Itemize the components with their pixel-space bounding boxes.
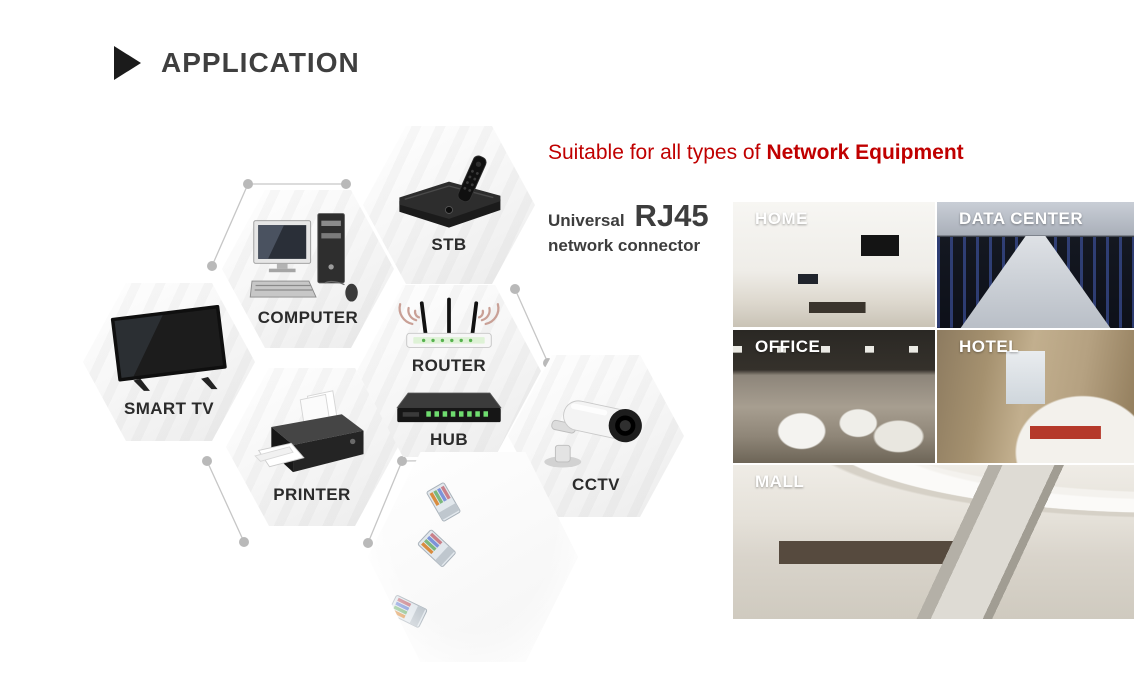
hexagon-label-computer: COMPUTER (257, 308, 359, 327)
headline-prefix: Suitable for all types of (548, 141, 761, 164)
mall-photo-label: MALL (755, 472, 805, 491)
office-photo: OFFICE (733, 330, 935, 463)
headline-highlight: Network Equipment (766, 141, 964, 164)
mall-photo: MALL (733, 465, 1134, 619)
hexagon-label-hub: HUB (429, 430, 469, 449)
home-photo: HOME (733, 202, 935, 327)
home-photo-label: HOME (755, 209, 808, 228)
play-triangle-icon (114, 46, 141, 80)
hexagon-printer: PRINTER (226, 368, 398, 526)
network-connector-text: network connector (548, 236, 701, 255)
slide-header: APPLICATION (114, 46, 360, 80)
hub-illustration (396, 392, 502, 423)
hexagon-label-printer: PRINTER (273, 485, 351, 504)
router-illustration (398, 297, 500, 348)
cable-fade-overlay (368, 452, 578, 662)
hexagon-label-router: ROUTER (411, 356, 487, 375)
hotel-photo: HOTEL (937, 330, 1134, 463)
hotel-photo-label: HOTEL (959, 337, 1020, 356)
printer-illustration (254, 390, 364, 473)
hexagon-label-smart-tv: SMART TV (123, 399, 215, 418)
page-title: APPLICATION (161, 47, 360, 78)
office-photo-label: OFFICE (755, 337, 821, 356)
data-center-photo: DATA CENTER (937, 202, 1134, 328)
computer-illustration (249, 213, 358, 302)
universal-text: Universal (548, 211, 625, 230)
hexagon-label-cctv: CCTV (572, 475, 620, 494)
hexagon-rj45-cables (368, 452, 578, 662)
cctv-illustration (544, 400, 642, 468)
smart-tv-illustration (110, 305, 227, 391)
hexagon-label-stb: STB (431, 235, 467, 254)
hexagon-smart-tv: SMART TV (83, 283, 255, 441)
rj45-text: RJ45 (634, 198, 709, 233)
data-center-photo-label: DATA CENTER (959, 209, 1084, 228)
stb-illustration (399, 155, 501, 228)
universal-rj45-line: Universal RJ45 (548, 198, 709, 234)
